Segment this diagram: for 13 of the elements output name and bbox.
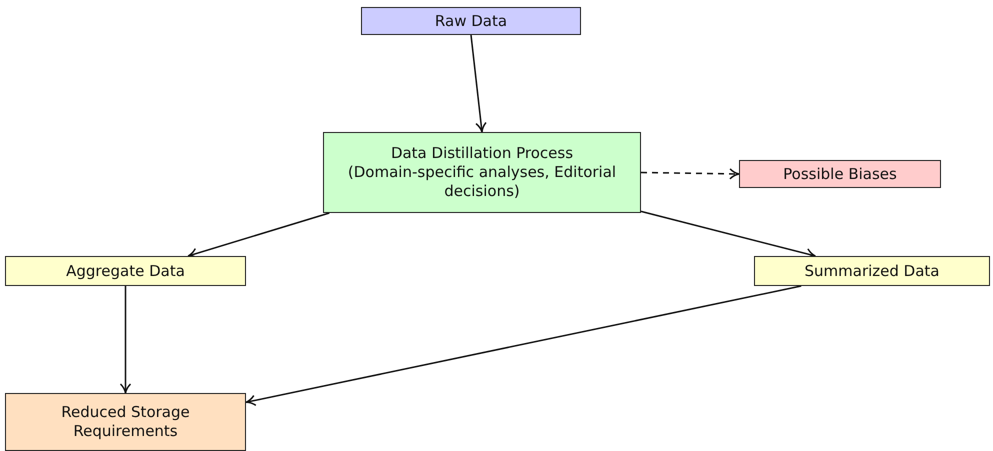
node-label: Raw Data (434, 12, 508, 30)
node-label: Possible Biases (782, 164, 898, 184)
node-label: Summarized Data (804, 262, 940, 280)
process-box (5, 393, 246, 451)
process-box (361, 7, 581, 35)
node-label: Data Distillation Process (390, 144, 574, 163)
node-label: Reduced Storage Requirements (60, 403, 191, 441)
process-box (754, 256, 990, 286)
node-label: Aggregate Data (65, 262, 186, 280)
process-box (323, 132, 641, 213)
node-label: (Domain-specific analyses, Editorial decisions) (346, 163, 618, 201)
process-box (739, 160, 941, 188)
process-box (5, 256, 246, 286)
